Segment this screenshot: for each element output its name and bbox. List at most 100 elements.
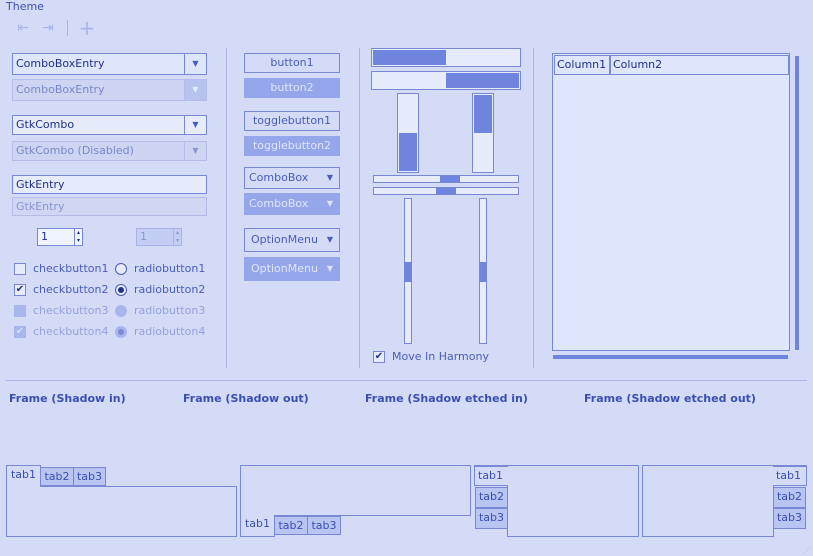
checkbutton1-box[interactable] [14,263,26,275]
scale-slider-handle[interactable] [440,176,460,182]
tab-1[interactable]: tab1 [474,466,508,486]
progress-fill [474,95,492,133]
combo-box-entry[interactable]: ComboBoxEntry ▼ [12,53,207,75]
tree-view[interactable]: Column1 Column2 [552,53,790,351]
checkbutton1-label[interactable]: checkbutton1 [33,262,109,275]
radiobutton4-circle [115,326,127,338]
tab-2[interactable]: tab2 [773,487,806,508]
gtk-combo[interactable]: GtkCombo ▼ [12,115,207,135]
chevron-down-icon[interactable]: ▼ [184,116,206,134]
progress-bar-vertical-2 [472,93,494,173]
progress-fill [446,73,519,88]
tab-2[interactable]: tab2 [274,516,308,535]
spin-arrows-icon[interactable]: ▴▾ [74,229,82,245]
gtk-entry[interactable]: GtkEntry [12,175,207,194]
optionmenu2: OptionMenu ▼ [244,257,340,281]
tab-3[interactable]: tab3 [773,508,806,529]
column-header-1[interactable]: Column1 [554,55,610,75]
chevron-down-icon: ▼ [184,142,206,160]
add-icon[interactable]: + [78,16,96,40]
tab-3[interactable]: tab3 [73,467,106,486]
notebook-right-page [642,465,774,537]
gtk-entry-disabled: GtkEntry [12,197,207,216]
spin-arrows-icon: ▴▾ [173,229,181,245]
scale-slider-handle[interactable] [405,262,411,282]
resize-grip-icon[interactable]: ⋰ [803,546,811,555]
tab-1[interactable]: tab1 [773,466,807,486]
horizontal-scrollbar[interactable] [553,355,788,359]
tab-3[interactable]: tab3 [307,516,341,535]
toolbar-separator [67,20,68,36]
radiobutton1-label[interactable]: radiobutton1 [134,262,206,275]
optionmenu2-text: OptionMenu [251,262,318,275]
scale-slider-handle[interactable] [436,188,456,194]
checkbutton2-label[interactable]: checkbutton2 [33,283,109,296]
chevron-down-icon[interactable]: ▼ [184,54,206,74]
column-header-2[interactable]: Column2 [610,55,789,75]
chevron-down-icon: ▼ [184,80,206,100]
window-title: Theme [6,0,44,13]
checkbutton4-box: ✔ [14,326,26,338]
notebook-right-edge [773,465,807,466]
gtk-combo-disabled-text: GtkCombo (Disabled) [16,144,134,157]
scale-slider-handle[interactable] [480,262,486,282]
tab-2[interactable]: tab2 [475,487,508,508]
frame-shadow-in-label: Frame (Shadow in) [9,392,126,405]
chevron-down-icon: ▼ [326,264,333,273]
combo-box-entry-text: ComboBoxEntry [16,57,105,70]
hscale-1[interactable] [373,175,519,183]
chevron-down-icon: ▼ [326,199,333,208]
tab-2[interactable]: tab2 [40,467,74,486]
frame-shadow-etched-out-label: Frame (Shadow etched out) [584,392,756,405]
tab-1[interactable]: tab1 [240,515,275,537]
combobox1[interactable]: ComboBox ▼ [244,167,340,189]
separator-vertical [226,48,227,368]
frame-shadow-out-label: Frame (Shadow out) [183,392,309,405]
togglebutton1[interactable]: togglebutton1 [244,111,340,131]
checkbutton2-box[interactable]: ✔ [14,284,26,296]
combobox2: ComboBox ▼ [244,193,340,215]
combobox2-text: ComboBox [249,197,309,210]
go-last-icon[interactable]: ⇥ [42,20,54,36]
gtk-combo-text: GtkCombo [16,118,75,131]
spin-button-disabled: 1 ▴▾ [136,228,182,246]
progress-bar-horizontal-1 [371,48,521,67]
spin-button[interactable]: 1 ▴▾ [37,228,83,246]
notebook-left-page [507,465,639,537]
frame-shadow-etched-in-label: Frame (Shadow etched in) [365,392,528,405]
combo-box-entry-disabled: ComboBoxEntry ▼ [12,79,207,101]
togglebutton2: togglebutton2 [244,136,340,156]
progress-bar-vertical-1 [397,93,419,173]
vscale-2[interactable] [479,198,487,344]
checkbutton3-label: checkbutton3 [33,304,109,317]
combo-box-entry-disabled-text: ComboBoxEntry [16,83,105,96]
hscale-2[interactable] [373,187,519,195]
harmony-label[interactable]: Move In Harmony [392,350,489,363]
tab-1[interactable]: tab1 [6,465,41,487]
separator-horizontal [6,380,807,381]
progress-bar-horizontal-2 [371,71,521,90]
gtk-combo-disabled: GtkCombo (Disabled) ▼ [12,141,207,161]
radiobutton1-circle[interactable] [115,263,127,275]
combobox1-text: ComboBox [249,171,309,184]
progress-fill [373,50,446,65]
radiobutton2-circle[interactable] [115,284,127,296]
progress-fill [399,133,417,171]
radiobutton2-label[interactable]: radiobutton2 [134,283,206,296]
radiobutton3-label: radiobutton3 [134,304,206,317]
notebook-bottom-page [240,465,471,516]
vertical-scrollbar[interactable] [795,56,799,350]
tab-3[interactable]: tab3 [475,508,508,529]
separator-vertical [359,48,360,368]
button1[interactable]: button1 [244,53,340,73]
button2: button2 [244,78,340,98]
notebook-top-page [6,486,237,537]
chevron-down-icon: ▼ [326,173,333,182]
vscale-1[interactable] [404,198,412,344]
harmony-checkbox[interactable]: ✔ [373,351,385,363]
go-first-icon[interactable]: ⇤ [17,20,29,36]
spin-value: 1 [41,230,48,243]
optionmenu1[interactable]: OptionMenu ▼ [244,228,340,252]
notebook-left-edge [474,465,508,466]
radiobutton3-circle [115,305,127,317]
